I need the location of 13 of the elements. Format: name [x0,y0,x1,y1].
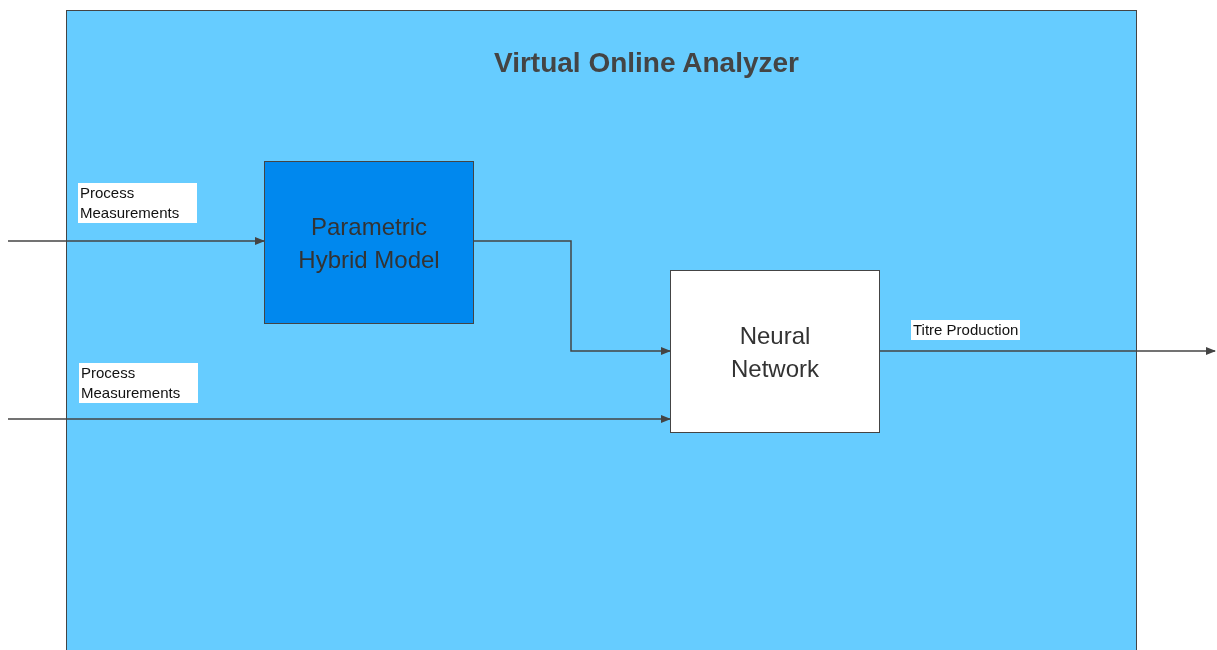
edge-label: Process Measurements [79,363,198,403]
arrow [7,415,671,423]
node-label: Parametric Hybrid Model [297,211,441,275]
edge-label: Process Measurements [78,183,197,223]
arrow [7,237,265,245]
process-box [670,270,880,433]
node-heading: Virtual Online Analyzer [493,47,800,79]
process-box [264,161,474,324]
node-label: Neural Network [730,320,820,384]
arrow [473,240,671,355]
analyzer-container [66,10,1137,650]
edge-label: Titre Production [911,320,1021,340]
arrow [879,347,1216,355]
